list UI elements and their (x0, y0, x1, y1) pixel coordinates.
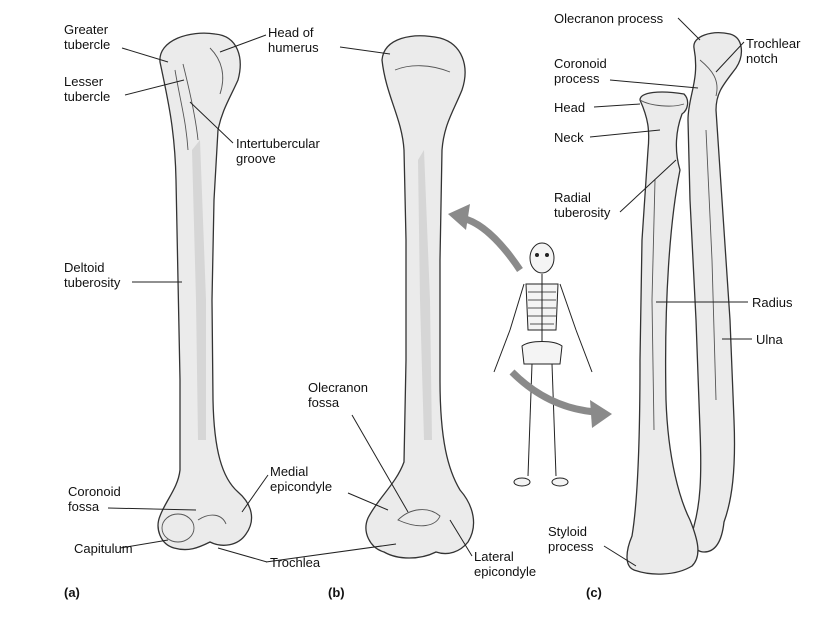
label-olecranon-fossa: Olecranon fossa (308, 380, 368, 410)
label-line: Styloid (548, 524, 594, 539)
panel-letter-b: (b) (328, 585, 345, 600)
label-line: Head of (268, 25, 319, 40)
label-intertubercular-groove: Intertubercular groove (236, 136, 320, 166)
label-line: fossa (308, 395, 368, 410)
panel-letter-a: (a) (64, 585, 80, 600)
label-trochlea: Trochlea (270, 555, 320, 570)
label-radius: Radius (752, 295, 792, 310)
label-line: Coronoid (68, 484, 121, 499)
skeleton-figure (494, 243, 592, 486)
label-line: Radial (554, 190, 610, 205)
label-coronoid-fossa: Coronoid fossa (68, 484, 121, 514)
label-line: Olecranon (308, 380, 368, 395)
label-medial-epicondyle: Medial epicondyle (270, 464, 332, 494)
label-greater-tubercle: Greater tubercle (64, 22, 110, 52)
label-line: tuberosity (64, 275, 120, 290)
label-trochlear-notch: Trochlear notch (746, 36, 800, 66)
label-coronoid-process: Coronoid process (554, 56, 607, 86)
label-deltoid-tuberosity: Deltoid tuberosity (64, 260, 120, 290)
label-line: Lateral (474, 549, 536, 564)
label-line: Medial (270, 464, 332, 479)
label-head: Head (554, 100, 585, 115)
label-line: Trochlear (746, 36, 800, 51)
label-line: Lesser (64, 74, 110, 89)
radius-ulna (627, 33, 741, 574)
label-olecranon-process: Olecranon process (554, 11, 663, 26)
label-line: tubercle (64, 89, 110, 104)
label-line: process (554, 71, 607, 86)
label-line: epicondyle (270, 479, 332, 494)
label-line: Coronoid (554, 56, 607, 71)
humerus-posterior (366, 36, 474, 558)
label-neck: Neck (554, 130, 584, 145)
label-ulna: Ulna (756, 332, 783, 347)
label-line: fossa (68, 499, 121, 514)
label-lateral-epicondyle: Lateral epicondyle (474, 549, 536, 579)
label-line: groove (236, 151, 320, 166)
label-head-of-humerus: Head of humerus (268, 25, 319, 55)
humerus-anterior (158, 33, 251, 549)
label-line: tuberosity (554, 205, 610, 220)
label-line: tubercle (64, 37, 110, 52)
panel-letter-c: (c) (586, 585, 602, 600)
label-line: notch (746, 51, 800, 66)
label-line: Intertubercular (236, 136, 320, 151)
label-line: process (548, 539, 594, 554)
label-lesser-tubercle: Lesser tubercle (64, 74, 110, 104)
label-line: epicondyle (474, 564, 536, 579)
label-line: Greater (64, 22, 110, 37)
label-line: humerus (268, 40, 319, 55)
label-line: Deltoid (64, 260, 120, 275)
label-capitulum: Capitulum (74, 541, 133, 556)
label-radial-tuberosity: Radial tuberosity (554, 190, 610, 220)
label-styloid-process: Styloid process (548, 524, 594, 554)
